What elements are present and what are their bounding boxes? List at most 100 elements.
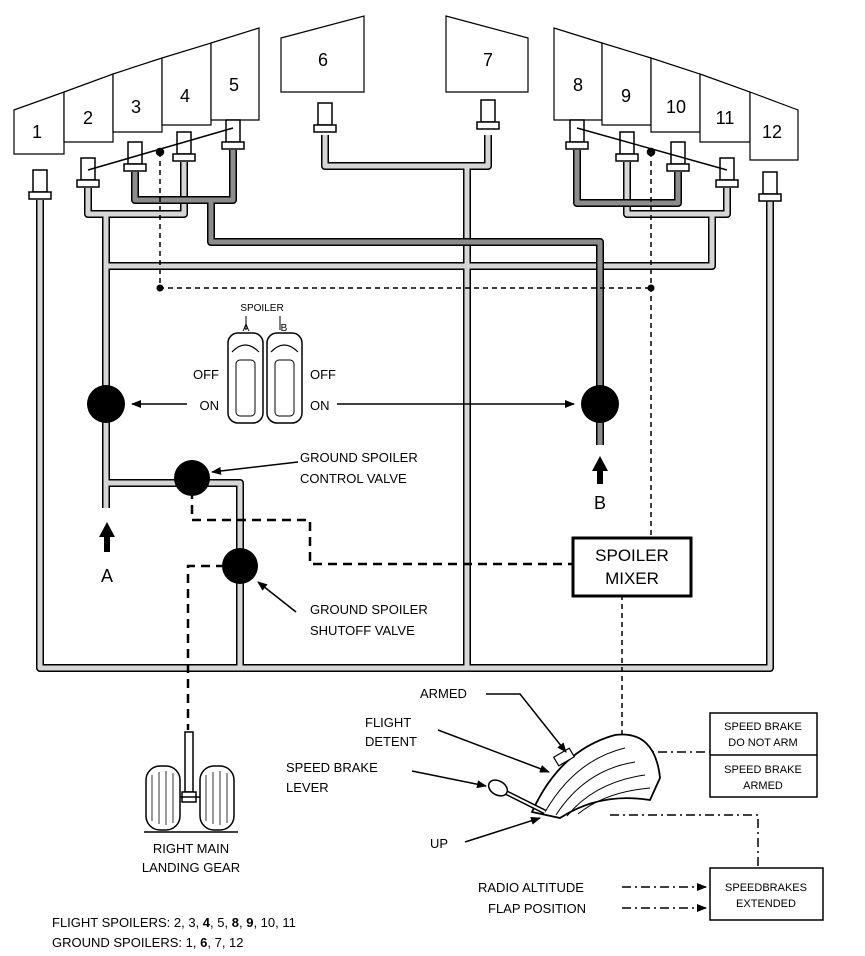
legend-spoiler-number: 6	[200, 935, 207, 950]
speed-brake-lever-label-1: SPEED BRAKE	[286, 760, 378, 775]
linkages	[87, 127, 728, 171]
ground-spoiler-shutoff-valve	[222, 548, 258, 584]
spoiler-panel-12	[749, 91, 799, 161]
armed-indicator-label-2: ARMED	[743, 780, 783, 792]
off-label-left: OFF	[193, 367, 219, 382]
armed-indicator-label-1: SPEED BRAKE	[724, 764, 802, 776]
speed-brake-indicator: SPEED BRAKE DO NOT ARM SPEED BRAKE ARMED	[709, 712, 818, 798]
legend-spoiler-number: 1	[182, 935, 193, 950]
flight-spoilers-legend: FLIGHT SPOILERS: 2, 3, 4, 5, 8, 9, 10, 1…	[52, 915, 296, 930]
spoiler-panel-5	[210, 27, 260, 121]
spoiler-panel-labels: 1 2 3 4 5 6 7 8 9 10 11 12	[32, 50, 782, 142]
panel-label-12: 12	[762, 122, 782, 142]
spoiler-switch-panel: SPOILER A B OFF ON OFF ON	[131, 303, 575, 424]
shutoff-valve-system-a	[87, 385, 125, 423]
spoiler-legend: FLIGHT SPOILERS: 2, 3, 4, 5, 8, 9, 10, 1…	[52, 915, 296, 950]
off-label-right: OFF	[310, 367, 336, 382]
flap-position-label: FLAP POSITION	[488, 901, 586, 916]
do-not-arm-label-1: SPEED BRAKE	[724, 721, 802, 733]
gear-label-1: RIGHT MAIN	[153, 841, 229, 856]
spoiler-panel-6	[280, 15, 365, 93]
actuator-12	[758, 171, 782, 202]
spoiler-panel-8	[553, 27, 603, 121]
spoiler-panels	[13, 15, 799, 161]
ground-spoiler-control-valve	[174, 460, 210, 496]
panel-label-5: 5	[229, 75, 239, 95]
do-not-arm-label-2: DO NOT ARM	[728, 737, 797, 749]
actuator-5	[221, 119, 245, 150]
panel-label-6: 6	[318, 50, 328, 70]
flight-detent-label-2: DETENT	[365, 734, 417, 749]
mixer-label-2: MIXER	[605, 569, 659, 588]
speed-brake-lever-assembly	[486, 733, 661, 819]
legend-spoiler-number: 8	[232, 915, 239, 930]
switch-title: SPOILER	[240, 303, 283, 314]
switch-b[interactable]	[266, 332, 303, 424]
spoiler-panel-4	[161, 42, 212, 126]
panel-label-10: 10	[666, 97, 686, 117]
actuator-2	[76, 157, 100, 188]
cable-junction-right	[647, 284, 655, 292]
actuator-11	[715, 157, 739, 188]
actuator-6	[313, 102, 337, 133]
switch-a[interactable]	[227, 332, 264, 424]
gear-label-2: LANDING GEAR	[142, 860, 240, 875]
shutoff-valve-system-b	[581, 385, 619, 423]
actuator-4	[172, 131, 196, 162]
system-a-input: A	[99, 522, 115, 586]
armed-label: ARMED	[420, 686, 467, 701]
spoiler-panel-3	[112, 57, 163, 133]
spoiler-panel-2	[63, 73, 114, 143]
valve-labels: GROUND SPOILER CONTROL VALVE GROUND SPOI…	[211, 450, 428, 638]
shutoff-valve-label-1: GROUND SPOILER	[310, 602, 428, 617]
legend-spoiler-number: 5	[217, 915, 224, 930]
legend-spoiler-number: 3	[188, 915, 195, 930]
flight-detent-label-1: FLIGHT	[365, 715, 411, 730]
legend-spoiler-number: 10	[261, 915, 275, 930]
panel-label-3: 3	[131, 97, 141, 117]
actuators	[28, 99, 782, 202]
speed-brake-handle[interactable]	[486, 777, 510, 799]
legend-spoiler-number: 2	[170, 915, 181, 930]
control-valve-label-2: CONTROL VALVE	[300, 471, 407, 486]
switch-a-label: A	[243, 323, 250, 334]
mixer-label-1: SPOILER	[595, 546, 669, 565]
ground-spoilers-legend: GROUND SPOILERS: 1, 6, 7, 12	[52, 935, 244, 950]
panel-label-2: 2	[83, 108, 93, 128]
on-label-right: ON	[310, 398, 330, 413]
panel-label-7: 7	[483, 50, 493, 70]
spoiler-panel-10	[650, 57, 701, 133]
actuator-10	[666, 141, 690, 172]
shutoff-valve-label-2: SHUTOFF VALVE	[310, 623, 415, 638]
lever-labels: ARMED FLIGHT DETENT SPEED BRAKE LEVER UP	[286, 686, 567, 851]
panel-label-1: 1	[32, 122, 42, 142]
system-b-label: B	[594, 493, 606, 513]
spoiler-mixer: SPOILER MIXER	[571, 536, 693, 598]
legend-spoiler-number: 9	[246, 915, 253, 930]
legend-spoiler-number: 7	[215, 935, 222, 950]
system-a-label: A	[101, 566, 113, 586]
actuator-3	[123, 141, 147, 172]
actuator-7	[476, 99, 500, 130]
spoiler-panel-1	[13, 91, 65, 155]
speed-brake-lever-label-2: LEVER	[286, 780, 329, 795]
spoiler-panel-7	[445, 15, 529, 93]
legend-spoiler-number: 4	[203, 915, 211, 930]
spoiler-panel-9	[601, 42, 652, 126]
extended-inputs: RADIO ALTITUDE FLAP POSITION	[478, 880, 707, 916]
legend-spoiler-number: 11	[282, 915, 296, 930]
legend-spoiler-number: 12	[229, 935, 243, 950]
actuator-9	[615, 131, 639, 162]
radio-altitude-label: RADIO ALTITUDE	[478, 880, 584, 895]
panel-label-9: 9	[621, 86, 631, 106]
extended-label-1: SPEEDBRAKES	[725, 882, 807, 894]
landing-gear: RIGHT MAIN LANDING GEAR	[142, 731, 240, 875]
valves	[87, 385, 619, 584]
cable-junction-left	[156, 284, 164, 292]
speedbrakes-extended-indicator: SPEEDBRAKES EXTENDED	[709, 867, 824, 921]
panel-label-4: 4	[180, 86, 190, 106]
extended-label-2: EXTENDED	[736, 898, 796, 910]
panel-label-11: 11	[716, 108, 735, 128]
system-b-input: B	[592, 456, 608, 513]
switch-b-label: B	[281, 323, 288, 334]
